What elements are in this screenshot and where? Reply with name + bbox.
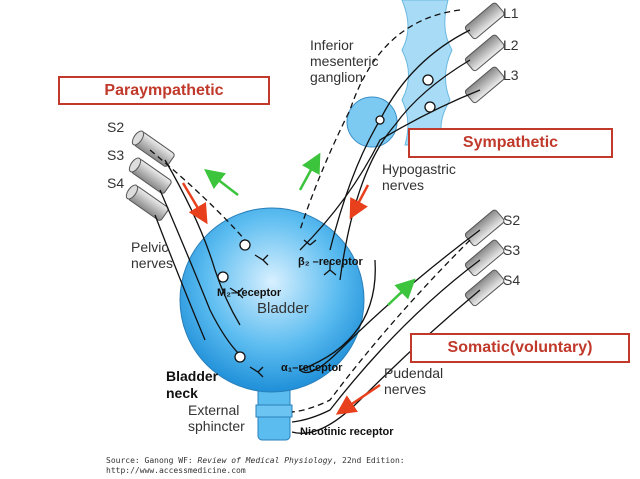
label-external-sphincter-2: sphincter (188, 418, 245, 434)
source-title: Review of Medical Physiology (197, 456, 333, 465)
inferior-mesenteric-ganglion (346, 96, 398, 148)
source-url: http://www.accessmedicine.com (106, 466, 246, 475)
label-hypogastric-1: Hypogastric (382, 161, 456, 177)
receptor-glyphs (217, 74, 436, 378)
label-right-s3: S3 (503, 242, 520, 258)
afferent-arrows (204, 152, 416, 306)
label-pudendal-1: Pudendal (384, 365, 443, 381)
label-pelvic-2: nerves (131, 255, 173, 271)
label-bladder: Bladder (257, 300, 309, 317)
sympathetic-efferent-arrow (349, 184, 370, 220)
label-left-s4: S4 (107, 175, 124, 191)
label-bladder-neck-2: neck (166, 385, 198, 401)
source-suffix: , 22nd Edition: (332, 456, 405, 465)
somatic-efferent-arrow (335, 383, 381, 415)
label-beta2-receptor: β₂ –receptor (298, 256, 364, 268)
sympathetic-box: Sympathetic (408, 128, 613, 158)
left-sacral-roots (125, 130, 175, 221)
label-l2: L2 (503, 37, 519, 53)
label-l1: L1 (503, 5, 519, 21)
right-sacral-roots (464, 209, 505, 307)
label-nicotinic-receptor: Nicotinic receptor (300, 426, 394, 438)
lumbar-roots (464, 2, 505, 104)
label-pudendal-2: nerves (384, 381, 426, 397)
label-right-s2: S2 (503, 212, 520, 228)
label-alpha1-receptor: α₁–receptor (281, 362, 343, 374)
label-external-sphincter-1: External (188, 402, 239, 418)
label-hypogastric-2: nerves (382, 177, 424, 193)
label-bladder-neck-1: Bladder (166, 368, 219, 384)
somatic-box: Somatic(voluntary) (410, 333, 630, 363)
label-pelvic-1: Pelvic (131, 239, 168, 255)
parasympathetic-efferent-arrow (181, 182, 208, 225)
parasympathetic-box: Paraympathetic (58, 76, 270, 105)
somatic-afferent-arrow (387, 278, 416, 306)
parasympathetic-afferent-arrow (204, 168, 239, 196)
sympathetic-afferent-arrow (298, 152, 321, 191)
label-m2-receptor: M₂–receptor (217, 287, 282, 299)
efferent-arrows (181, 182, 381, 415)
label-right-s4: S4 (503, 272, 520, 288)
label-inferior-ganglion-3: ganglion (310, 69, 363, 85)
source-citation: Source: Ganong WF: Review of Medical Phy… (106, 456, 405, 476)
label-l3: L3 (503, 67, 519, 83)
label-left-s2: S2 (107, 119, 124, 135)
label-inferior-ganglion-2: mesenteric (310, 53, 378, 69)
label-inferior-ganglion-1: Inferior (310, 37, 354, 53)
source-prefix: Source: Ganong WF: (106, 456, 198, 465)
label-left-s3: S3 (107, 147, 124, 163)
bladder (179, 207, 365, 393)
